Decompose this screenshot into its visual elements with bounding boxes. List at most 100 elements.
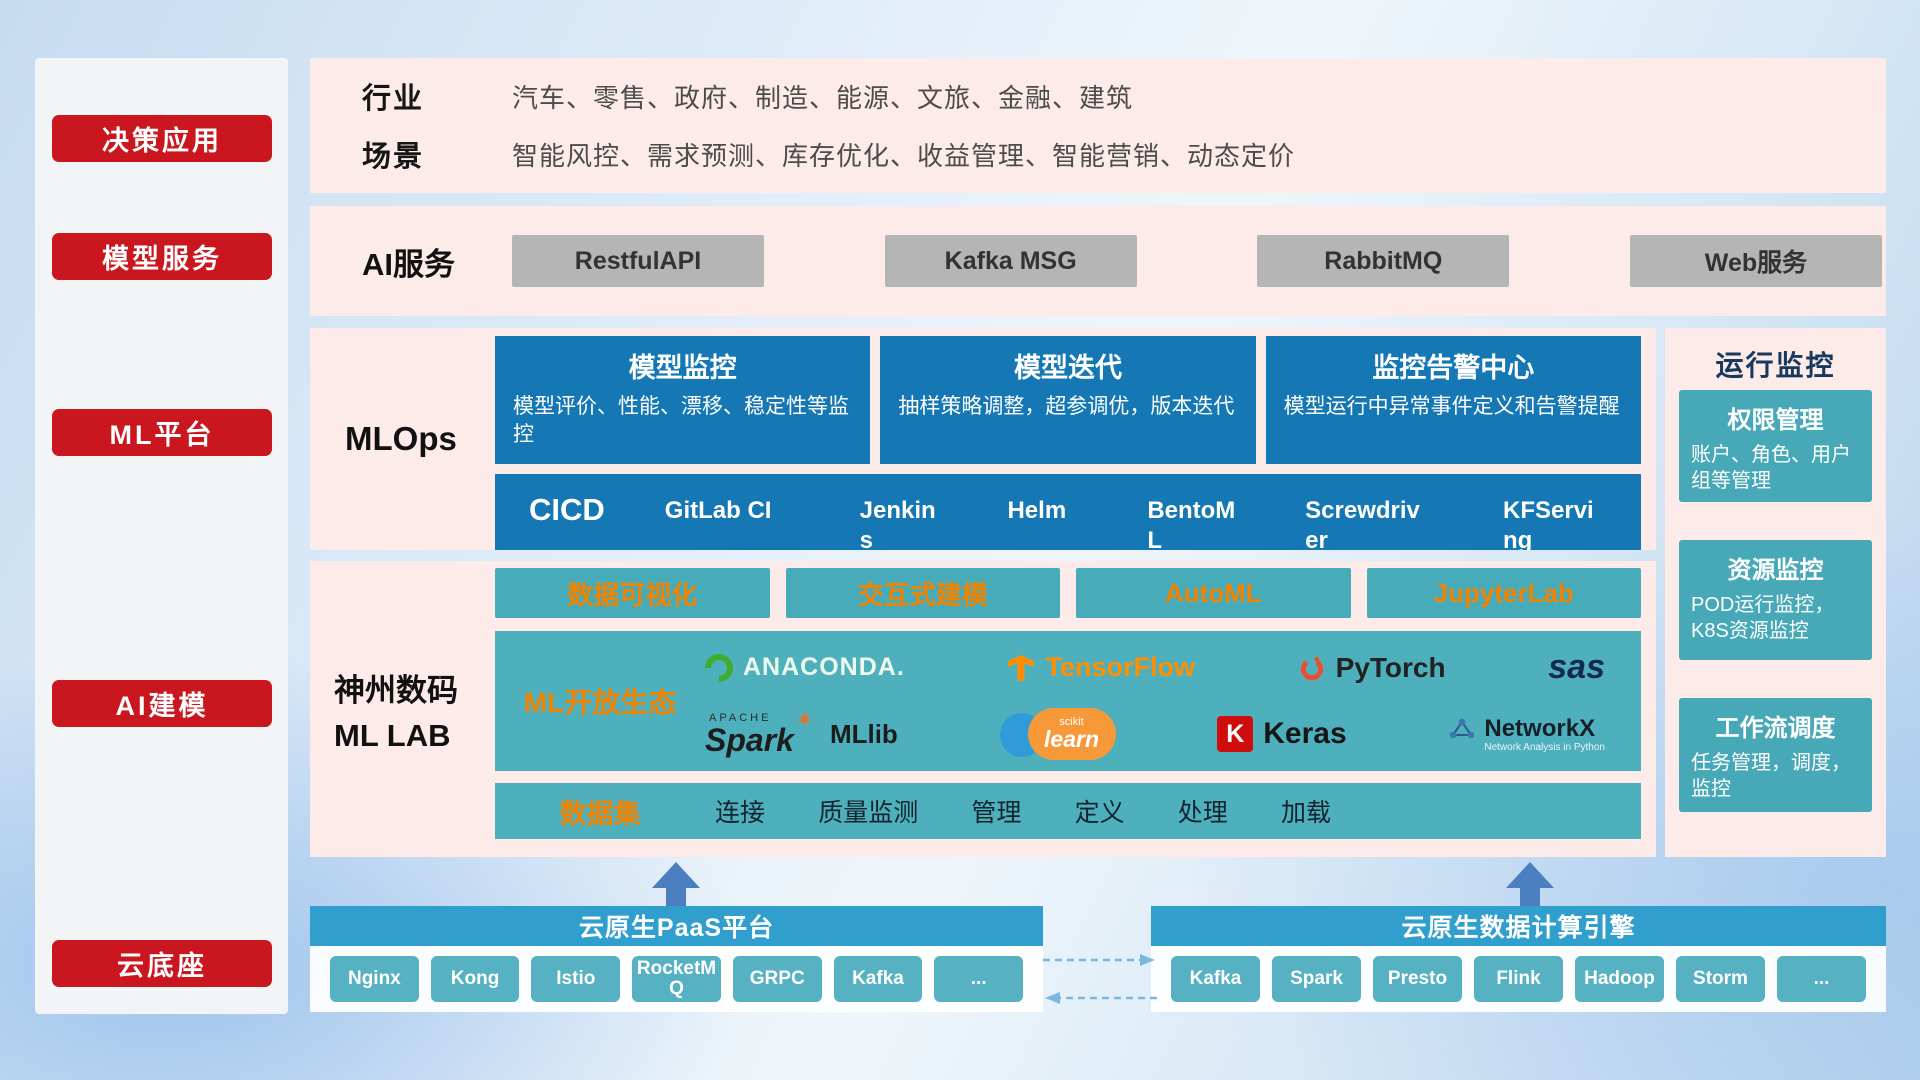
- feature-jupyterlab: JupyterLab: [1366, 568, 1641, 618]
- dataset-bar: 数据集 连接 质量监测 管理 定义 处理 加载: [495, 783, 1641, 839]
- pytorch-icon: [1300, 656, 1323, 680]
- networkx-logo: NetworkX Network Analysis in Python: [1448, 715, 1605, 754]
- model-iteration-card: 模型迭代 抽样策略调整，超参调优，版本迭代: [880, 336, 1256, 464]
- arrow-stem: [1520, 888, 1540, 906]
- dataset-quality: 质量监测: [818, 799, 919, 827]
- ml-open-ecosystem-box: ML开放生态 ANACONDA. TensorFlow: [495, 631, 1641, 771]
- service-web: Web服务: [1629, 235, 1882, 287]
- engine-tools-strip: Kafka Spark Presto Flink Hadoop Storm ..…: [1151, 946, 1886, 1012]
- run-monitor-title: 运行监控: [1715, 350, 1836, 381]
- anaconda-wordmark: ANACONDA.: [743, 653, 905, 682]
- service-restful-api: RestfulAPI: [512, 235, 764, 287]
- service-kafka-msg: Kafka MSG: [884, 235, 1137, 287]
- alert-center-desc: 模型运行中异常事件定义和告警提醒: [1283, 395, 1620, 418]
- resource-monitor-title: 资源监控: [1727, 557, 1824, 584]
- ai-service-buttons: RestfulAPI Kafka MSG RabbitMQ Web服务: [512, 235, 1886, 287]
- feature-data-visualization: 数据可视化: [495, 568, 770, 618]
- arrow-head: [1506, 862, 1554, 888]
- paas-tool-nginx: Nginx: [330, 956, 419, 1002]
- scenario-label: 场景: [362, 141, 425, 173]
- engine-tool-presto: Presto: [1373, 956, 1462, 1002]
- tool-bentoml: BentoML: [1147, 497, 1236, 550]
- ecosystem-logo-row-2: APACHE Spark ✶ MLlib scikit learn: [705, 704, 1605, 764]
- engine-tool-spark: Spark: [1272, 956, 1361, 1002]
- feature-automl: AutoML: [1076, 568, 1351, 618]
- paas-tool-istio: Istio: [531, 956, 621, 1002]
- paas-tool-kong: Kong: [430, 956, 520, 1002]
- model-monitoring-desc: 模型评价、性能、漂移、稳定性等监控: [513, 395, 849, 447]
- pytorch-logo: PyTorch: [1298, 652, 1446, 684]
- resource-monitor-desc: POD运行监控，K8S资源监控: [1691, 594, 1835, 643]
- spark-star-icon: ✶: [795, 706, 814, 732]
- ecosystem-logos: ANACONDA. TensorFlow: [699, 631, 1641, 771]
- mlops-label: MLOps: [345, 420, 457, 457]
- industry-label: 行业: [362, 83, 425, 115]
- spark-wordmark: Spark: [705, 721, 794, 758]
- keras-wordmark: Keras: [1263, 717, 1347, 751]
- industry-list: 汽车、零售、政府、制造、能源、文旅、金融、建筑: [512, 82, 1134, 113]
- cicd-bar: CICD GitLab CI Jenkins Helm BentoML Scre…: [495, 474, 1641, 550]
- model-monitoring-card: 模型监控 模型评价、性能、漂移、稳定性等监控: [495, 336, 871, 464]
- scenario-list: 智能风控、需求预测、库存优化、收益管理、智能营销、动态定价: [512, 140, 1296, 171]
- permission-mgmt-card: 权限管理 账户、角色、用户组等管理: [1679, 390, 1872, 502]
- tensorflow-logo: TensorFlow: [1007, 652, 1195, 683]
- workflow-scheduler-title: 工作流调度: [1715, 715, 1836, 742]
- paas-platform-bar: 云原生PaaS平台: [310, 906, 1043, 946]
- alert-center-title: 监控告警中心: [1372, 353, 1535, 383]
- ai-service-label: AI服务: [362, 246, 455, 282]
- data-flow-arrows-icon: [1043, 954, 1157, 1004]
- industry-row: 行业 汽车、零售、政府、制造、能源、文旅、金融、建筑: [310, 67, 1886, 125]
- service-rabbitmq: RabbitMQ: [1257, 235, 1510, 287]
- scikit-learn-logo: scikit learn: [999, 708, 1116, 761]
- tool-jenkins: Jenkins: [859, 497, 936, 550]
- tool-helm: Helm: [1007, 497, 1067, 524]
- dataset-manage: 管理: [971, 799, 1022, 827]
- alert-center-card: 监控告警中心 模型运行中异常事件定义和告警提醒: [1265, 336, 1641, 464]
- model-monitoring-title: 模型监控: [628, 353, 737, 383]
- anaconda-icon: [699, 647, 739, 688]
- mllib-wordmark: MLlib: [829, 718, 898, 749]
- ml-lab-content: 数据可视化 交互式建模 AutoML JupyterLab ML开放生态 ANA…: [495, 561, 1641, 857]
- scikit-learn-badge: scikit learn: [1027, 708, 1116, 761]
- industry-scenario-panel: 行业 汽车、零售、政府、制造、能源、文旅、金融、建筑 场景 智能风控、需求预测、…: [310, 58, 1886, 193]
- dataset-define: 定义: [1074, 799, 1125, 827]
- ml-lab-label-line1: 神州数码: [334, 672, 458, 708]
- workflow-scheduler-card: 工作流调度 任务管理，调度，监控: [1679, 698, 1872, 812]
- engine-up-arrow-icon: [1506, 862, 1554, 906]
- tensorflow-icon: [1008, 654, 1035, 682]
- tool-gitlab-ci: GitLab CI: [664, 497, 772, 524]
- spark-logo: APACHE Spark ✶: [705, 708, 814, 758]
- sas-wordmark: sas: [1548, 648, 1605, 687]
- layer-cloud-base: 云底座: [52, 940, 272, 987]
- scikit-caption: scikit: [1059, 716, 1084, 729]
- resource-monitor-card: 资源监控 POD运行监控，K8S资源监控: [1679, 540, 1872, 660]
- tool-screwdriver: Screwdriver: [1305, 497, 1420, 550]
- paas-tools-strip: Nginx Kong Istio RocketMQ GRPC Kafka ...: [310, 946, 1043, 1012]
- ai-service-panel: AI服务 RestfulAPI Kafka MSG RabbitMQ Web服务: [310, 206, 1886, 316]
- networkx-icon: [1449, 718, 1475, 738]
- layer-ml-platform: ML平台: [52, 409, 272, 456]
- paas-tool-grpc: GRPC: [732, 956, 822, 1002]
- arrow-stem: [666, 888, 686, 906]
- feature-interactive-modeling: 交互式建模: [785, 568, 1060, 618]
- engine-tool-kafka: Kafka: [1171, 956, 1260, 1002]
- data-engine-bar: 云原生数据计算引擎: [1151, 906, 1886, 946]
- layer-ai-modeling: AI建模: [52, 680, 272, 727]
- tool-kfserving: KFServing: [1503, 497, 1594, 550]
- ml-open-ecosystem-label: ML开放生态: [523, 687, 677, 718]
- ml-lab-panel: 神州数码 ML LAB 数据可视化 交互式建模 AutoML JupyterLa…: [310, 561, 1656, 857]
- anaconda-logo: ANACONDA.: [699, 647, 905, 688]
- dataset-label: 数据集: [559, 798, 641, 829]
- networkx-caption: Network Analysis in Python: [1484, 742, 1605, 754]
- engine-tool-more: ...: [1777, 956, 1866, 1002]
- dataset-process: 处理: [1177, 799, 1228, 827]
- engine-tool-hadoop: Hadoop: [1575, 956, 1664, 1002]
- layer-decision-apps: 决策应用: [52, 115, 272, 162]
- paas-up-arrow-icon: [652, 862, 700, 906]
- ecosystem-logo-row-1: ANACONDA. TensorFlow: [699, 638, 1605, 698]
- workflow-scheduler-desc: 任务管理，调度，监控: [1691, 752, 1851, 801]
- mlops-panel: MLOps 模型监控 模型评价、性能、漂移、稳定性等监控 模型迭代 抽样策略调整…: [310, 328, 1656, 550]
- left-layer-rail: 决策应用 模型服务 ML平台 AI建模 云底座: [35, 58, 288, 1014]
- engine-tool-storm: Storm: [1676, 956, 1765, 1002]
- permission-mgmt-desc: 账户、角色、用户组等管理: [1691, 444, 1851, 493]
